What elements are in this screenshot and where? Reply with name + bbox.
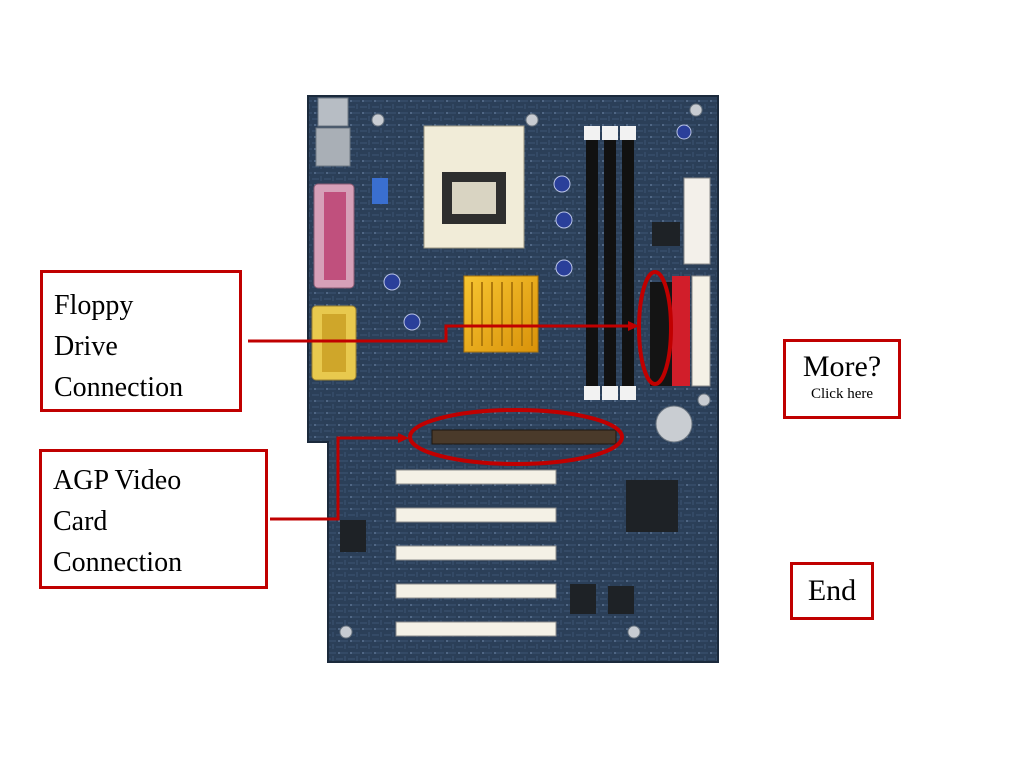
more-button-label: More? — [802, 350, 882, 383]
more-button[interactable]: More? Click here — [783, 339, 901, 419]
agp-callout-line-2: Card — [53, 506, 108, 537]
end-button[interactable]: End — [790, 562, 874, 620]
floppy-callout-line-2: Drive — [54, 331, 118, 362]
floppy-callout-line-3: Connection — [54, 372, 184, 403]
more-button-sublabel: Click here — [810, 386, 874, 402]
agp-video-card-callout: AGP Video Card Connection — [39, 449, 268, 589]
end-button-label: End — [807, 574, 857, 607]
floppy-drive-callout: Floppy Drive Connection — [40, 270, 242, 412]
motherboard-image — [300, 92, 722, 666]
agp-callout-line-1: AGP Video — [53, 465, 182, 496]
agp-callout-line-3: Connection — [53, 547, 183, 578]
floppy-callout-line-1: Floppy — [54, 290, 134, 321]
